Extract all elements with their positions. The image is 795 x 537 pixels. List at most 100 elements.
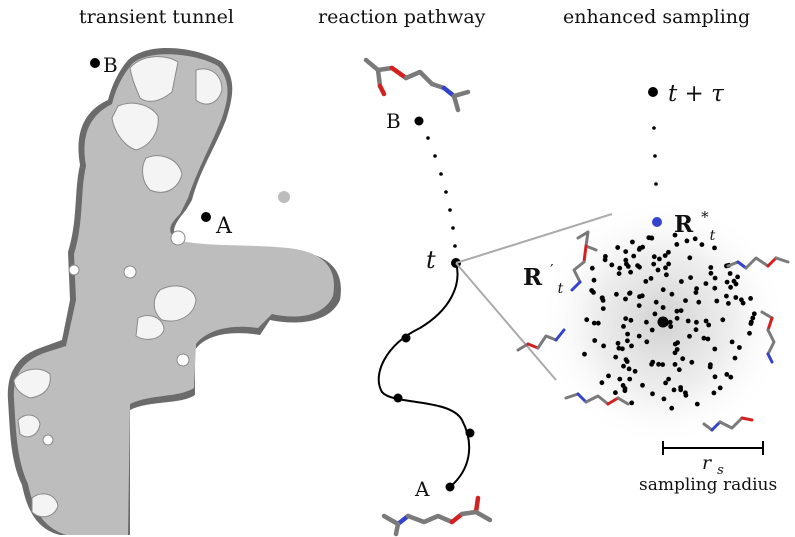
sample-point (678, 387, 684, 393)
sample-point (694, 286, 699, 291)
sample-point (637, 245, 643, 251)
sample-point (750, 315, 756, 321)
sample-point (663, 380, 668, 386)
sample-point (651, 254, 657, 260)
sample-point (640, 382, 645, 388)
sample-point (589, 265, 595, 271)
sample-point (600, 298, 606, 303)
sample-point (650, 391, 655, 397)
ligand-conformer (516, 328, 566, 352)
sample-point (689, 359, 695, 365)
sample-point (660, 305, 666, 310)
sampling-dotted-segment (652, 126, 658, 186)
sample-point (627, 376, 633, 382)
ligand-conformer (760, 310, 776, 364)
sample-point (693, 290, 699, 295)
radius-symbol-sub: s (717, 463, 724, 478)
sample-point (693, 327, 699, 333)
sample-point (615, 245, 621, 250)
sample-point (688, 275, 693, 280)
sample-point (621, 363, 626, 369)
sample-point (628, 317, 634, 323)
sample-point (584, 317, 590, 323)
sample-point (664, 272, 669, 278)
sample-point (601, 343, 606, 349)
sample-point (726, 301, 731, 306)
sample-point (649, 327, 655, 333)
ligand-conformer (726, 256, 790, 270)
sample-point (636, 303, 642, 308)
sample-point (631, 253, 637, 259)
protein-surface (7, 47, 341, 536)
sample-point (706, 322, 712, 328)
molecule-bottom (381, 495, 493, 537)
sample-point (708, 270, 714, 276)
sample-point (692, 236, 698, 242)
surface-highlight (31, 493, 59, 518)
sample-point (678, 308, 684, 313)
sample-point (712, 374, 718, 380)
sample-point (708, 362, 713, 368)
sample-point (680, 356, 686, 362)
sample-point (672, 362, 678, 367)
sample-point (708, 265, 714, 270)
sample-point (724, 372, 730, 377)
radius-caption: sampling radius (639, 475, 777, 495)
pathway-label-b: B (386, 109, 401, 133)
pathway-intermediate (401, 333, 411, 343)
sample-point (703, 281, 709, 286)
sample-point (676, 367, 682, 373)
sample-point (582, 351, 587, 357)
sample-point (655, 267, 661, 273)
radius-symbol: r s (702, 452, 724, 478)
pathway-point-b (414, 116, 424, 126)
surface-hole (176, 353, 190, 367)
surface-hole (42, 434, 54, 446)
sample-point (712, 346, 718, 352)
surface-highlight (111, 102, 159, 151)
label-r-prime-sub: t (558, 281, 564, 297)
sample-point (637, 264, 642, 270)
sample-point (660, 362, 666, 367)
sample-point (591, 277, 597, 283)
sample-point (666, 261, 671, 267)
sample-point (663, 265, 668, 271)
sample-point (623, 316, 629, 321)
sample-point (657, 256, 662, 262)
sample-point (705, 336, 711, 342)
surface-highlight (153, 285, 197, 322)
label-t-plus-tau: t + τ (668, 81, 725, 107)
label-r-star-main: R (674, 211, 694, 238)
radius-symbol-main: r (702, 452, 713, 474)
sample-point (666, 249, 671, 255)
tunnel-point-a (201, 212, 211, 222)
tunnel-panel-title: transient tunnel (79, 6, 234, 28)
sample-point (614, 291, 619, 297)
sample-point (644, 339, 650, 345)
pathway-label-a: A (414, 477, 430, 501)
sample-point (733, 295, 739, 300)
molecule-top (363, 57, 471, 113)
sample-point (739, 297, 744, 303)
sample-point (660, 287, 666, 293)
sample-point (656, 361, 661, 367)
pathway-curve (377, 262, 471, 488)
sample-point (728, 284, 733, 290)
sample-point (671, 387, 677, 393)
sample-point (687, 255, 693, 261)
tunnel-point-b (90, 58, 100, 68)
pathway-panel-title: reaction pathway (318, 6, 486, 28)
sample-point (679, 279, 684, 284)
point-t-plus-tau (648, 87, 658, 97)
sample-point (684, 238, 690, 244)
sample-point (724, 293, 729, 299)
sample-point (751, 311, 757, 317)
surface-highlight (129, 56, 179, 102)
ligand-conformer (702, 416, 754, 432)
sample-point (714, 298, 720, 304)
tunnel-label-b: B (103, 53, 118, 77)
sample-point (625, 331, 630, 337)
label-r-star-sub: t (710, 228, 716, 244)
point-r-star (652, 217, 662, 227)
